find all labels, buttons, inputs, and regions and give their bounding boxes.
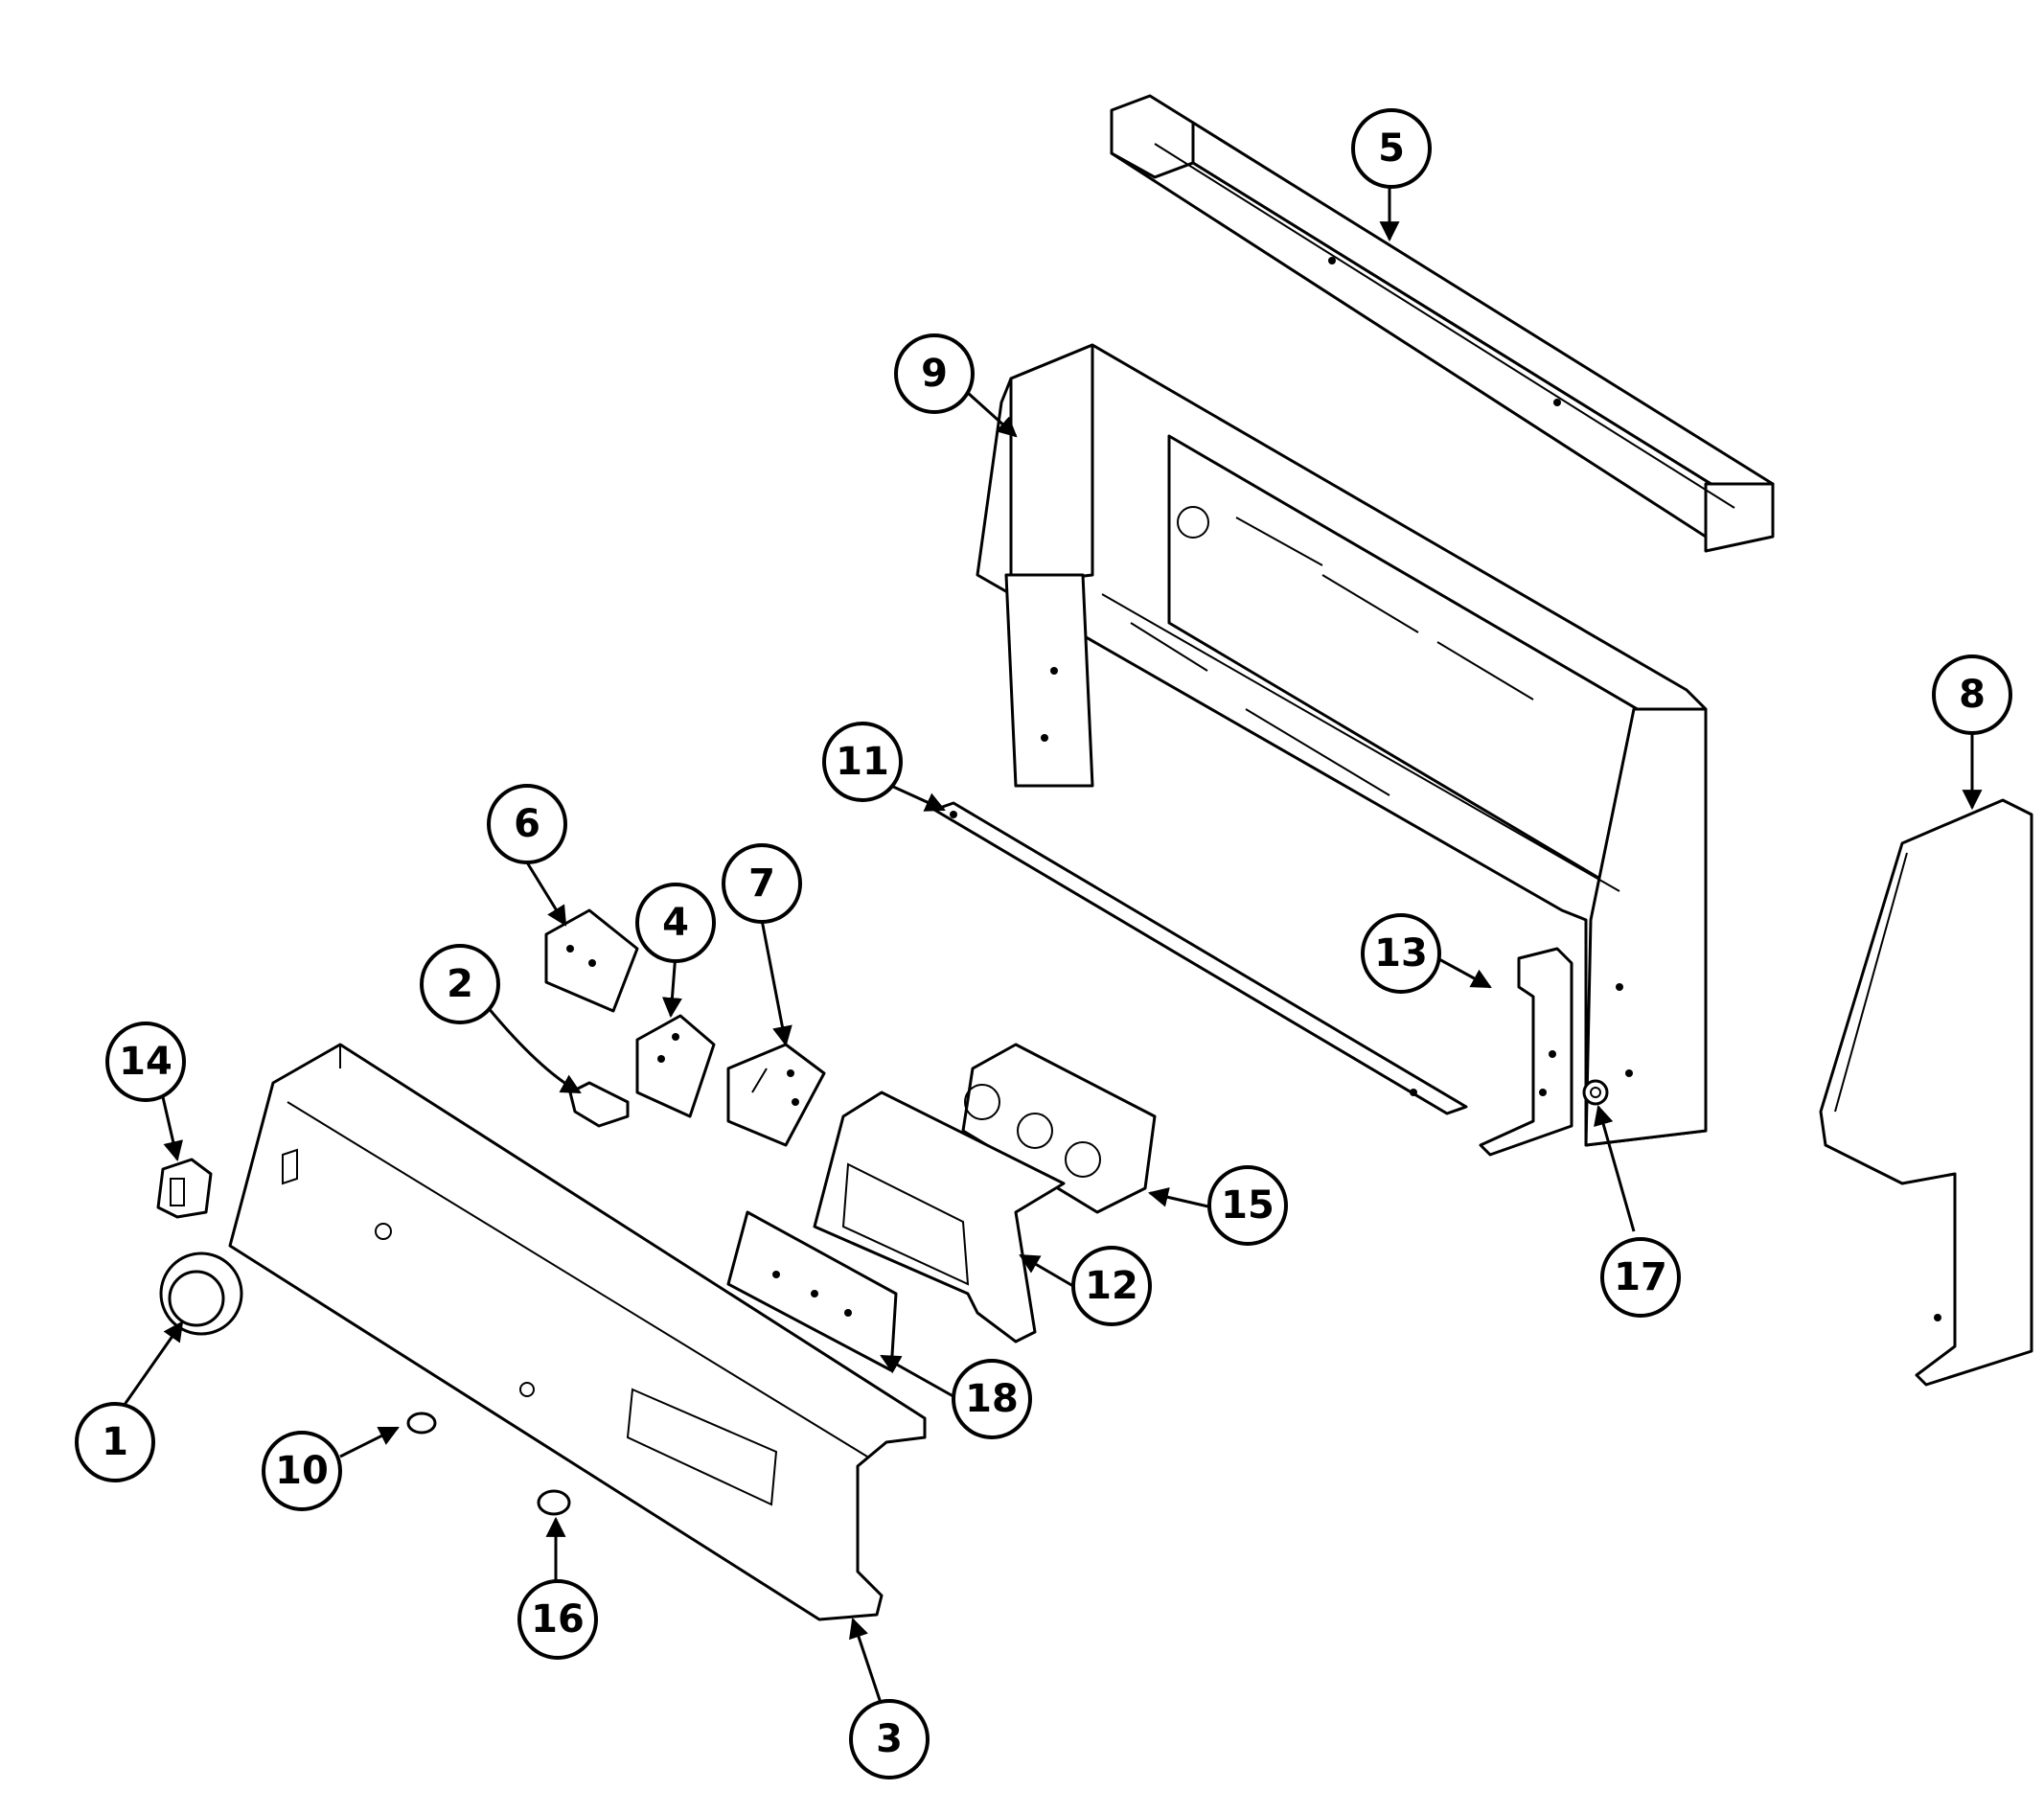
- svg-text:3: 3: [876, 1717, 903, 1761]
- part-grommet: [1582, 1079, 1609, 1106]
- part-top-rail: [1110, 94, 1775, 553]
- svg-text:5: 5: [1378, 126, 1405, 171]
- leader-lines: [113, 187, 1983, 1707]
- part-switch-6: [544, 908, 639, 1013]
- svg-text:17: 17: [1614, 1255, 1667, 1299]
- part-strip: [932, 801, 1468, 1115]
- callout-4: 4: [635, 883, 716, 963]
- callout-12: 12: [1071, 1246, 1152, 1326]
- callout-7: 7: [722, 843, 802, 924]
- svg-text:1: 1: [102, 1420, 128, 1464]
- part-timer: [961, 1043, 1157, 1214]
- part-knob: [159, 1251, 243, 1336]
- svg-text:4: 4: [662, 901, 689, 945]
- svg-text:14: 14: [119, 1040, 172, 1084]
- svg-text:12: 12: [1085, 1264, 1138, 1308]
- part-clip: [568, 1081, 630, 1128]
- svg-text:9: 9: [921, 352, 948, 396]
- part-side-trim: [1819, 798, 2033, 1387]
- svg-text:11: 11: [836, 740, 889, 784]
- part-bracket: [1479, 947, 1573, 1157]
- callout-3: 3: [849, 1699, 930, 1780]
- part-bezel: [813, 1091, 1066, 1343]
- part-switch-4: [635, 1014, 716, 1118]
- svg-text:2: 2: [447, 962, 473, 1006]
- svg-text:16: 16: [531, 1597, 585, 1642]
- callout-13: 13: [1361, 913, 1441, 994]
- part-main-frame: [976, 343, 1708, 1147]
- part-cap: [537, 1489, 571, 1516]
- callout-11: 11: [822, 722, 903, 802]
- part-rocker-switch: [156, 1158, 213, 1219]
- svg-text:7: 7: [748, 861, 775, 906]
- callout-17: 17: [1600, 1237, 1681, 1318]
- part-switch-7: [726, 1043, 826, 1147]
- svg-text:18: 18: [965, 1377, 1019, 1421]
- svg-text:13: 13: [1374, 931, 1428, 976]
- callout-5: 5: [1351, 108, 1432, 189]
- callout-15: 15: [1207, 1165, 1288, 1246]
- svg-text:10: 10: [275, 1449, 329, 1493]
- callout-10: 10: [262, 1431, 342, 1511]
- callout-16: 16: [517, 1579, 598, 1660]
- part-control-panel: [228, 1043, 927, 1621]
- callout-18: 18: [952, 1359, 1032, 1439]
- callout-2: 2: [420, 944, 500, 1024]
- callout-1: 1: [75, 1402, 155, 1482]
- callout-14: 14: [105, 1022, 186, 1102]
- callout-6: 6: [487, 784, 567, 864]
- callout-9: 9: [894, 333, 975, 414]
- part-button: [406, 1412, 437, 1435]
- svg-text:15: 15: [1221, 1183, 1275, 1228]
- svg-text:6: 6: [514, 802, 540, 846]
- svg-text:8: 8: [1959, 673, 1986, 717]
- callout-8: 8: [1932, 654, 2012, 735]
